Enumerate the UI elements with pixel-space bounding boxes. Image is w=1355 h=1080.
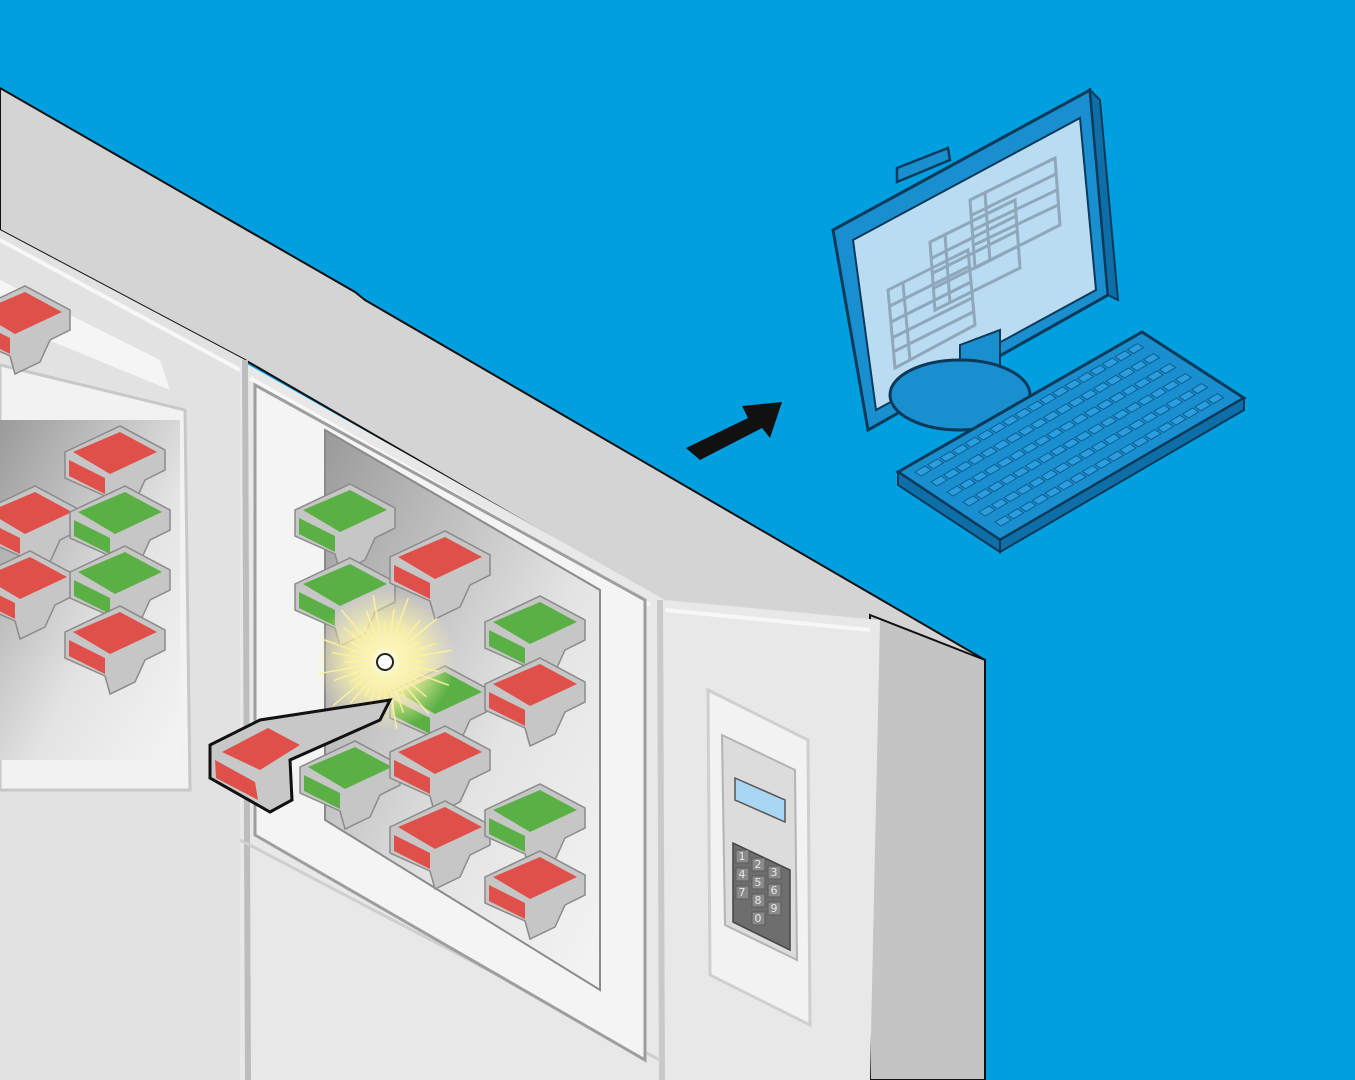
key-slot-green[interactable] [294,483,396,574]
keypad-digit[interactable]: 8 [755,894,762,907]
arrow-icon [686,402,782,460]
left-key-slots [0,285,171,696]
key-slot-green[interactable] [484,783,586,874]
keypad-digit[interactable]: 2 [755,858,762,871]
lcd-display [734,776,786,824]
key-slot-red[interactable] [0,285,71,376]
keypad-digit[interactable]: 4 [739,868,746,881]
keypad-digit[interactable]: 7 [739,886,746,899]
keypad-digit[interactable]: 6 [771,884,778,897]
key-slot-red[interactable] [64,605,166,696]
key-slot-red[interactable] [389,725,491,816]
key-slot-red[interactable] [64,425,166,516]
selected-key[interactable] [208,698,393,814]
key-slot-red[interactable] [389,530,491,621]
spreadsheet-windows [886,155,1062,371]
keypad-digit[interactable]: 0 [755,912,762,925]
cabinet-side [869,613,986,1080]
key-slot-red[interactable] [0,550,76,641]
center-key-slots [294,483,586,941]
keypad-digit[interactable]: 5 [755,876,762,889]
keyboard [895,330,1247,554]
keypad-digit[interactable]: 9 [771,902,778,915]
key-slot-green[interactable] [299,740,401,831]
keypad-digit[interactable]: 3 [771,866,778,879]
key-slot-red[interactable] [484,657,586,748]
key-slot-red[interactable] [389,800,491,891]
computer-monitor [831,87,1120,433]
key-slot-green[interactable] [69,485,171,576]
key-slot-green[interactable] [69,545,171,636]
key-slot-green[interactable] [484,595,586,686]
key-light-indicator [315,590,455,730]
key-slot-red[interactable] [484,850,586,941]
keypad-digit[interactable]: 1 [739,850,746,863]
key-slot-red[interactable] [0,485,81,576]
key-slot-green[interactable] [294,557,396,648]
